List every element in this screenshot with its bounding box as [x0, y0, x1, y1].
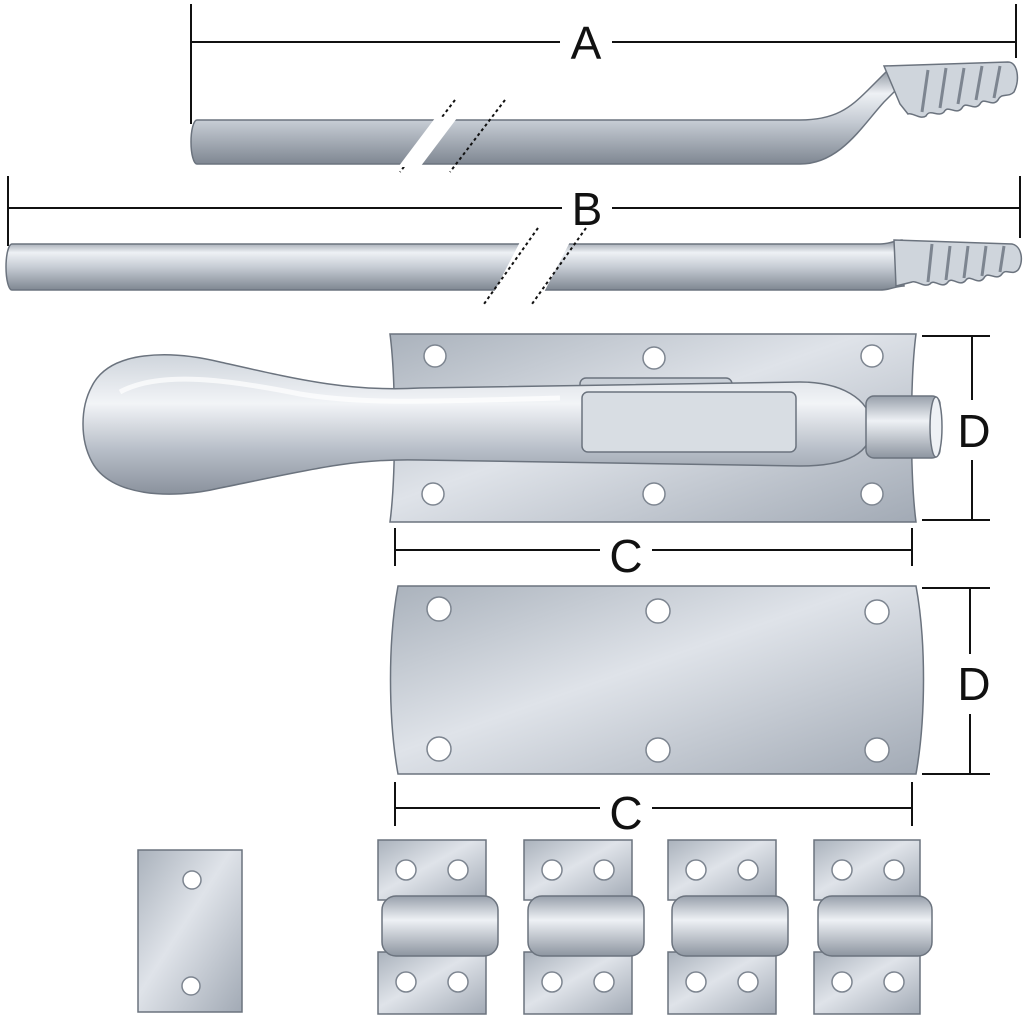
screw-hole: [831, 859, 853, 881]
screw-hole: [593, 859, 615, 881]
screw-hole: [737, 971, 759, 993]
mounting-plate: [389, 585, 925, 775]
staple-bracket-bottom: [523, 951, 633, 1015]
mounting-plate-holes: [426, 596, 890, 763]
staple-bracket-loop: [817, 895, 933, 957]
screw-hole: [642, 346, 666, 370]
dimension-label-c-bolt: C: [609, 530, 642, 582]
rod-b-break-gap: [490, 238, 572, 300]
staple-bracket-bottom: [667, 951, 777, 1015]
rod-a: [190, 69, 906, 165]
screw-hole: [447, 859, 469, 881]
screw-hole: [831, 971, 853, 993]
screw-hole: [541, 971, 563, 993]
rod-b-grip-grooves: [926, 243, 1006, 283]
screw-hole: [181, 976, 201, 996]
rod-b-group: B: [5, 176, 1023, 305]
screw-hole: [737, 859, 759, 881]
screw-hole: [182, 870, 202, 890]
screw-hole: [426, 736, 452, 762]
bolt-plate-holes: [421, 344, 884, 506]
screw-hole: [447, 971, 469, 993]
staple-bracket-top: [523, 839, 633, 901]
rod-b-grip: [893, 239, 1023, 287]
screw-hole: [423, 344, 447, 368]
screw-hole: [426, 596, 452, 622]
bolt-cylinder-cap: [929, 396, 943, 458]
screw-hole: [685, 859, 707, 881]
dimension-label-d-plate: D: [957, 658, 990, 710]
dimension-label-c-plate: C: [609, 787, 642, 839]
staple-bracket: [523, 839, 645, 1015]
staple-bracket-loop: [671, 895, 789, 957]
staple-bracket-top: [667, 839, 777, 901]
screw-hole: [864, 737, 890, 763]
screw-hole: [883, 859, 905, 881]
bolt-cylinder-end: [865, 395, 941, 459]
screw-hole: [645, 598, 671, 624]
staple-bracket: [667, 839, 789, 1015]
mounting-plate-group: D C: [389, 585, 991, 839]
dimension-label-d-bolt: D: [957, 405, 990, 457]
dimension-label-b: B: [572, 183, 603, 235]
rod-a-grip-grooves: [920, 65, 1002, 113]
screw-hole: [541, 859, 563, 881]
rod-a-group: A: [190, 4, 1019, 173]
staple-bracket-loop: [527, 895, 645, 957]
staple-bracket: [813, 839, 933, 1015]
dimension-label-a: A: [571, 17, 602, 69]
staple-bracket-bottom: [377, 951, 487, 1015]
screw-hole: [645, 737, 671, 763]
screw-hole: [860, 344, 884, 368]
screw-hole: [395, 971, 417, 993]
screw-hole: [395, 859, 417, 881]
bolt-handle-highlight: [118, 376, 561, 404]
screw-hole: [860, 482, 884, 506]
screw-hole: [685, 971, 707, 993]
staple-bracket-loop: [381, 895, 499, 957]
screw-hole: [864, 599, 890, 625]
bolt-assembly: D C: [82, 333, 991, 582]
staple-bracket: [377, 839, 499, 1015]
screw-hole: [593, 971, 615, 993]
rod-a-break-gap: [398, 117, 458, 167]
rod-b: [5, 239, 905, 291]
screw-hole: [421, 482, 445, 506]
staple-bracket-top: [377, 839, 487, 901]
screw-hole: [883, 971, 905, 993]
rod-a-grip: [882, 61, 1019, 118]
screw-hole: [642, 482, 666, 506]
keeper-plate: [137, 849, 243, 1013]
bolt-guide-cover: [581, 391, 797, 453]
